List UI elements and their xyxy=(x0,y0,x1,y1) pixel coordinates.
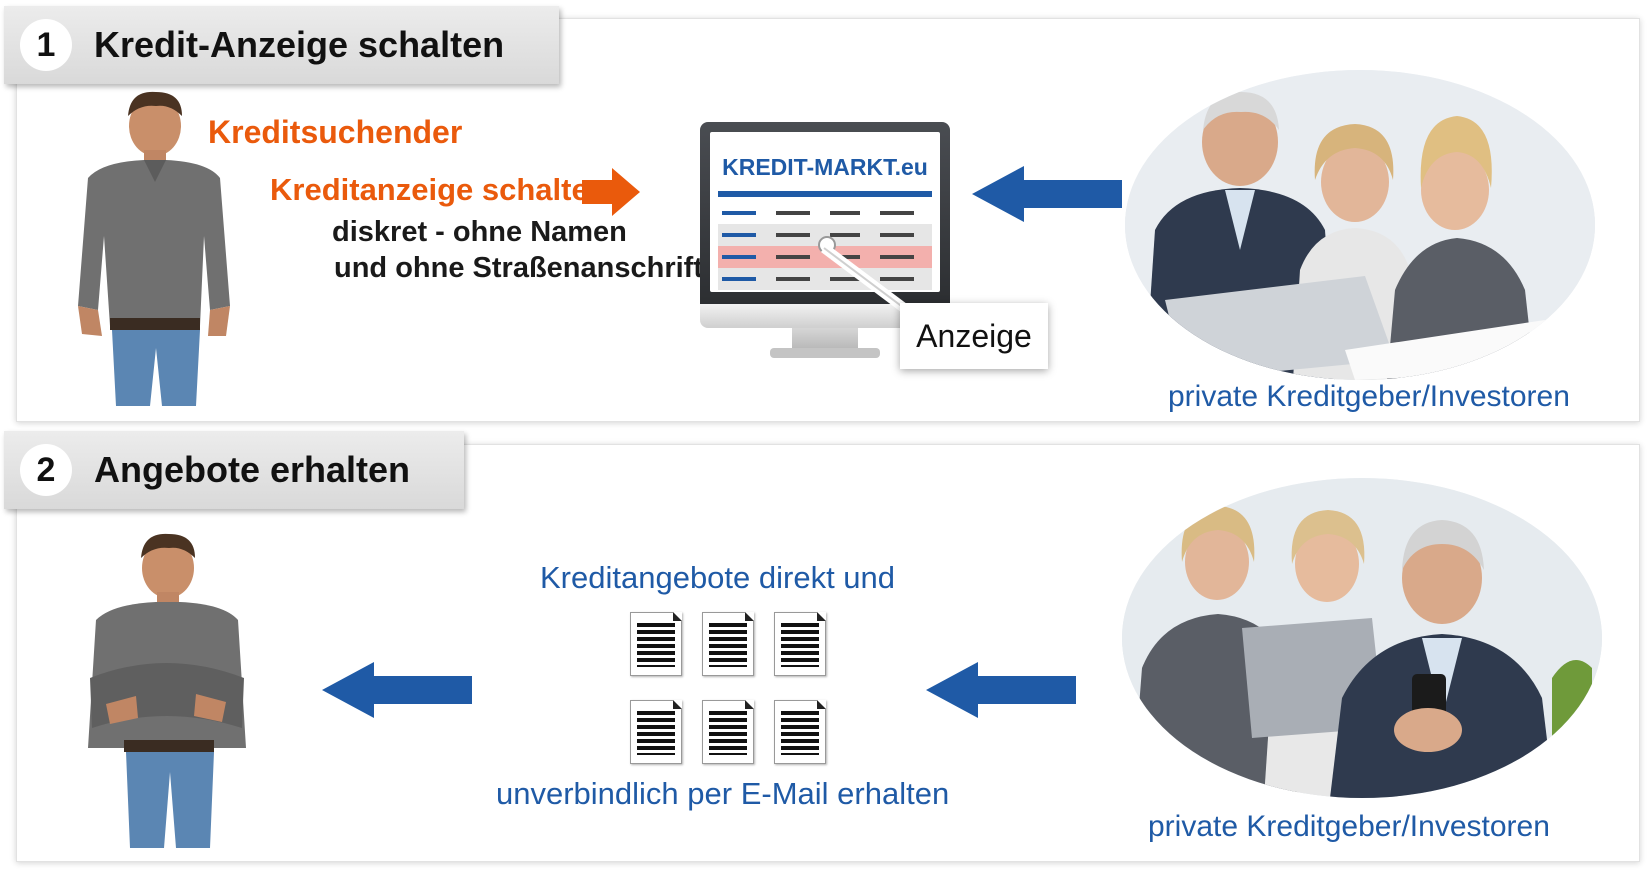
document-icon xyxy=(630,700,682,764)
monitor-icon: KREDIT-MARKT.eu xyxy=(700,122,950,372)
step2-header: 2 Angebote erhalten xyxy=(4,431,464,509)
step1-title: Kredit-Anzeige schalten xyxy=(94,24,505,65)
investors-photo xyxy=(1125,70,1595,380)
seeker-label: Kreditsuchender xyxy=(208,114,463,150)
document-icon xyxy=(774,612,826,676)
note-line1: diskret - ohne Namen xyxy=(332,216,627,248)
arrow-right-icon xyxy=(582,168,642,216)
offers-line1: Kreditangebote direkt und xyxy=(540,560,896,595)
investors-photo-2 xyxy=(1122,478,1602,798)
step2-number: 2 xyxy=(20,444,72,496)
site-logo: KREDIT-MARKT.eu xyxy=(722,154,928,180)
step1-header: 1 Kredit-Anzeige schalten xyxy=(4,6,559,84)
investors-label-1: private Kreditgeber/Investoren xyxy=(1168,380,1570,413)
action-label: Kreditanzeige schalten xyxy=(270,172,608,207)
pointer-line xyxy=(821,246,907,312)
ad-callout: Anzeige xyxy=(900,303,1048,369)
document-icon xyxy=(630,612,682,676)
document-icon xyxy=(702,700,754,764)
credit-seeker-illustration xyxy=(58,86,248,411)
arrow-left-icon-2 xyxy=(322,662,472,718)
arrow-left-icon xyxy=(972,166,1122,222)
step1-number: 1 xyxy=(20,19,72,71)
document-icon xyxy=(702,612,754,676)
arrow-left-icon-3 xyxy=(926,662,1076,718)
step2-title: Angebote erhalten xyxy=(94,449,411,490)
note-line2: und ohne Straßenanschrift xyxy=(334,252,703,284)
ad-label: Anzeige xyxy=(916,317,1032,354)
documents-group xyxy=(630,612,828,767)
offers-line2: unverbindlich per E-Mail erhalten xyxy=(496,776,950,811)
credit-seeker-illustration-2 xyxy=(66,528,266,853)
investors-label-2: private Kreditgeber/Investoren xyxy=(1148,810,1550,843)
document-icon xyxy=(774,700,826,764)
website-screen: KREDIT-MARKT.eu xyxy=(710,132,940,292)
